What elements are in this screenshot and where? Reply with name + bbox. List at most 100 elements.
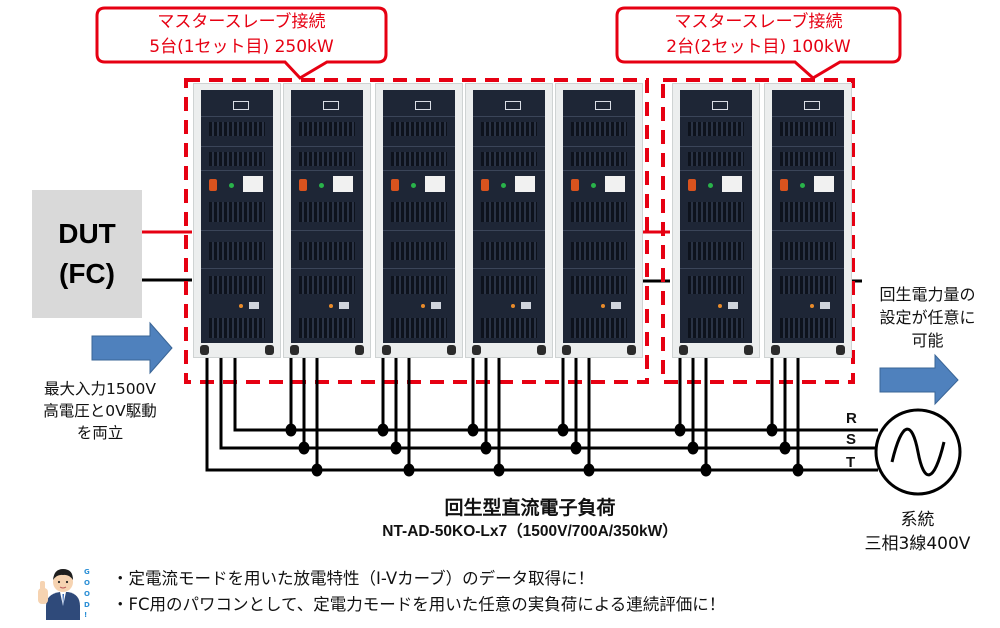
vent-grille: [780, 242, 836, 260]
phase-s-junction-dot: [480, 441, 492, 455]
phase-r-junction-dot: [377, 423, 389, 437]
phase-r-junction-dot: [674, 423, 686, 437]
indicator-led-icon: [239, 304, 243, 308]
output-arrow-icon: [879, 353, 959, 406]
rack-cabinet: [383, 90, 455, 343]
rack-cabinet: [563, 90, 635, 343]
emergency-stop-icon: [481, 179, 489, 191]
phase-t-junction-dot: [583, 463, 595, 477]
vent-grille: [209, 276, 265, 294]
brand-logo-icon: [323, 101, 339, 110]
input-arrow-icon: [91, 321, 173, 375]
vent-grille: [481, 122, 537, 136]
rack-cabinet: [291, 90, 363, 343]
vent-grille: [299, 152, 355, 166]
phase-s-junction-dot: [390, 441, 402, 455]
status-led-icon: [411, 183, 416, 188]
regen-note-line: 設定が任意に: [879, 308, 976, 327]
caster-wheel-icon: [382, 345, 391, 355]
input-note-line: 最大入力1500V: [43, 380, 157, 398]
display-panel: [722, 176, 742, 192]
bullet-item: ・FC用のパワコンとして、定電力モードを用いた任意の実負荷による連続評価に！: [112, 595, 726, 614]
rack-cabinet: [772, 90, 844, 343]
load-rack-unit: [764, 83, 852, 358]
vent-grille: [688, 318, 744, 338]
svg-text:D: D: [84, 601, 90, 609]
regen-note: 回生電力量の 設定が任意に 可能: [855, 283, 1000, 352]
thumbs-up-businessman-icon: G O O D !: [38, 568, 90, 620]
display-panel: [243, 176, 263, 192]
vent-grille: [209, 242, 265, 260]
vent-grille: [391, 122, 447, 136]
vent-grille: [481, 202, 537, 222]
grid-label: 系統 三相3線400V: [845, 508, 990, 556]
input-note-line: 高電圧と0V駆動: [43, 402, 157, 420]
indicator-led-icon: [601, 304, 605, 308]
phase-r-junction-dot: [285, 423, 297, 437]
phase-s-junction-dot: [570, 441, 582, 455]
load-rack-unit: [672, 83, 760, 358]
rack-cabinet: [201, 90, 273, 343]
input-note: 最大入力1500V 高電圧と0V駆動 を両立: [20, 378, 180, 444]
status-led-icon: [591, 183, 596, 188]
phase-label-t: T: [846, 454, 856, 471]
phase-s-junction-dot: [687, 441, 699, 455]
brand-logo-icon: [804, 101, 820, 110]
grid-label-title: 系統: [900, 510, 935, 530]
caster-wheel-icon: [265, 345, 274, 355]
dut-label: DUT: [58, 218, 116, 249]
svg-text:O: O: [84, 590, 90, 598]
vent-grille: [780, 152, 836, 166]
callout-2-title: マスタースレーブ接続: [674, 12, 843, 32]
product-model: NT-AD-50KO-Lx7（1500V/700A/350kW）: [382, 523, 678, 540]
caster-wheel-icon: [627, 345, 636, 355]
indicator-led-icon: [810, 304, 814, 308]
load-rack-unit: [193, 83, 281, 358]
good-badge: G: [84, 568, 90, 576]
phase-t-line: [205, 358, 878, 472]
caster-wheel-icon: [836, 345, 845, 355]
phase-s-junction-dot: [298, 441, 310, 455]
load-rack-unit: [283, 83, 371, 358]
vent-grille: [688, 276, 744, 294]
vent-grille: [299, 202, 355, 222]
vent-grille: [571, 152, 627, 166]
status-led-icon: [800, 183, 805, 188]
vent-grille: [688, 122, 744, 136]
caster-wheel-icon: [200, 345, 209, 355]
phase-t-junction-dot: [403, 463, 415, 477]
callout-2-detail: 2台(2セット目) 100kW: [666, 37, 851, 57]
svg-text:!: !: [84, 611, 87, 619]
group-box-set-2: [661, 78, 855, 384]
mascot-illustration: G O O D !: [32, 560, 94, 622]
caster-wheel-icon: [537, 345, 546, 355]
vent-grille: [299, 276, 355, 294]
emergency-stop-icon: [780, 179, 788, 191]
vent-grille: [571, 202, 627, 222]
dut-box: DUT (FC): [32, 190, 142, 318]
input-note-line: を両立: [76, 424, 124, 442]
group-box-set-1: [184, 78, 649, 384]
vent-grille: [391, 242, 447, 260]
phase-s-junction-dot: [779, 441, 791, 455]
vent-grille: [299, 242, 355, 260]
vent-grille: [571, 318, 627, 338]
callout-1-detail: 5台(1セット目) 250kW: [149, 37, 334, 57]
vent-grille: [481, 318, 537, 338]
brand-logo-icon: [505, 101, 521, 110]
display-panel: [515, 176, 535, 192]
display-panel: [333, 176, 353, 192]
phase-r-line: [233, 358, 878, 432]
display-panel: [605, 176, 625, 192]
phase-r-junction-dot: [766, 423, 778, 437]
brand-logo-icon: [233, 101, 249, 110]
emergency-stop-icon: [688, 179, 696, 191]
indicator-led-icon: [718, 304, 722, 308]
phase-t-junction-dot: [792, 463, 804, 477]
vent-grille: [688, 242, 744, 260]
phase-s-line: [219, 358, 878, 450]
power-switch-icon: [431, 302, 441, 309]
indicator-led-icon: [329, 304, 333, 308]
rack-cabinet: [680, 90, 752, 343]
